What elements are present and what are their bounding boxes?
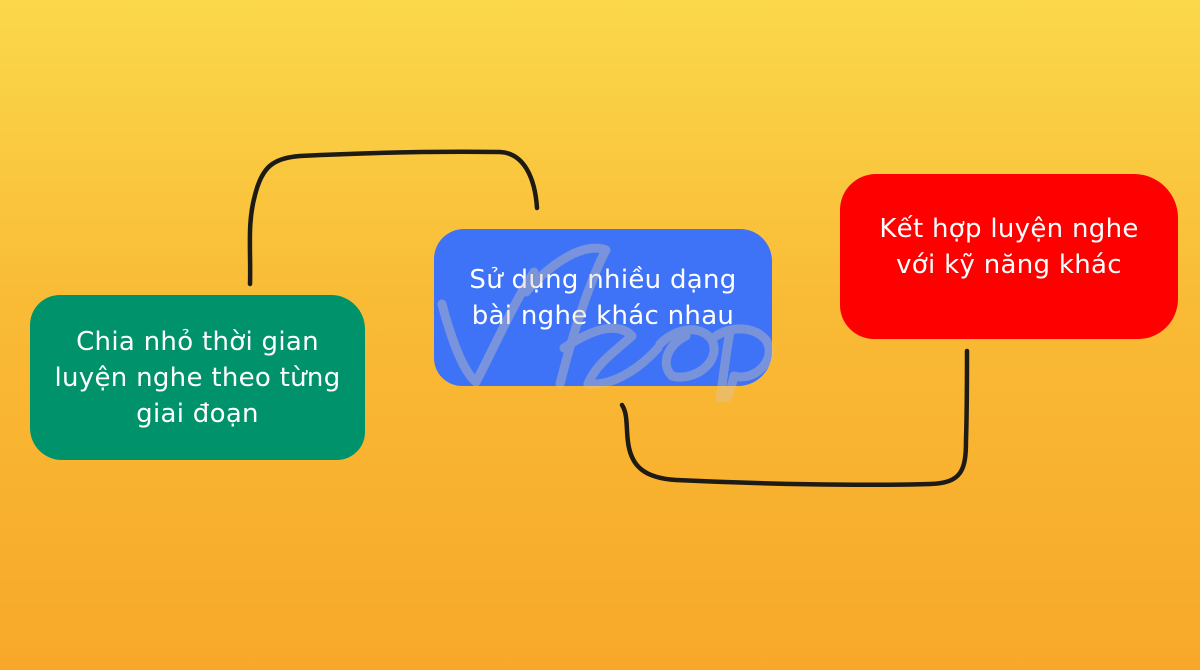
node-varied-listening-text: Sử dụng nhiều dạng bài nghe khác nhau xyxy=(469,262,736,334)
node-chunk-time: Chia nhỏ thời gian luyện nghe theo từng … xyxy=(30,295,365,460)
connector-blue-to-red xyxy=(619,348,970,488)
node-varied-listening-line-2: bài nghe khác nhau xyxy=(471,300,735,331)
node-combine-skills: Kết hợp luyện nghe với kỹ năng khác xyxy=(840,174,1178,339)
node-combine-skills-line-1: Kết hợp luyện nghe xyxy=(879,213,1139,244)
node-combine-skills-text: Kết hợp luyện nghe với kỹ năng khác xyxy=(879,211,1138,283)
node-varied-listening-line-1: Sử dụng nhiều dạng xyxy=(469,264,737,295)
node-chunk-time-line-3: giai đoạn xyxy=(136,398,259,429)
node-chunk-time-line-2: luyện nghe theo từng xyxy=(54,362,341,393)
node-chunk-time-text: Chia nhỏ thời gian luyện nghe theo từng … xyxy=(54,324,340,432)
node-varied-listening: Sử dụng nhiều dạng bài nghe khác nhau xyxy=(434,229,772,386)
connector-green-to-blue xyxy=(247,149,540,287)
node-chunk-time-line-1: Chia nhỏ thời gian xyxy=(76,326,319,357)
node-combine-skills-line-2: với kỹ năng khác xyxy=(896,249,1122,280)
